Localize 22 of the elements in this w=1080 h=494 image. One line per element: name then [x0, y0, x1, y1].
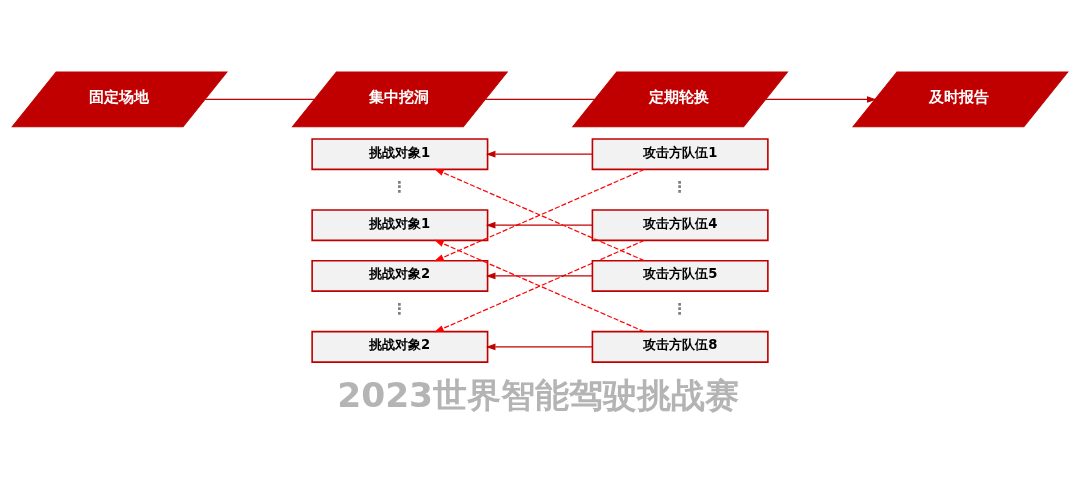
label: ⋮ — [672, 178, 688, 197]
node-box: 攻击方队伍4 — [591, 209, 769, 242]
node-box: 攻击方队伍1 — [591, 138, 769, 171]
node-box: 挑战对象2 — [311, 330, 489, 363]
arrow — [485, 272, 593, 280]
label: ⋮ — [391, 299, 407, 318]
node-box: 攻击方队伍5 — [591, 259, 769, 292]
connector — [204, 98, 315, 101]
label: ⋮ — [672, 299, 688, 318]
label: ⋮ — [391, 178, 407, 197]
arrow — [485, 221, 593, 229]
arrow — [485, 343, 593, 351]
connector — [484, 98, 596, 101]
arrow — [765, 96, 877, 103]
arrow — [434, 168, 645, 262]
node-box: 攻击方队伍8 — [591, 330, 769, 363]
node-box: 挑战对象2 — [311, 259, 489, 292]
arrow — [434, 239, 645, 333]
node-box: 挑战对象1 — [311, 138, 489, 171]
node-box: 挑战对象1 — [311, 209, 489, 242]
diagram-title: 2023世界智能驾驶挑战赛 — [337, 374, 740, 415]
arrow — [485, 150, 593, 158]
